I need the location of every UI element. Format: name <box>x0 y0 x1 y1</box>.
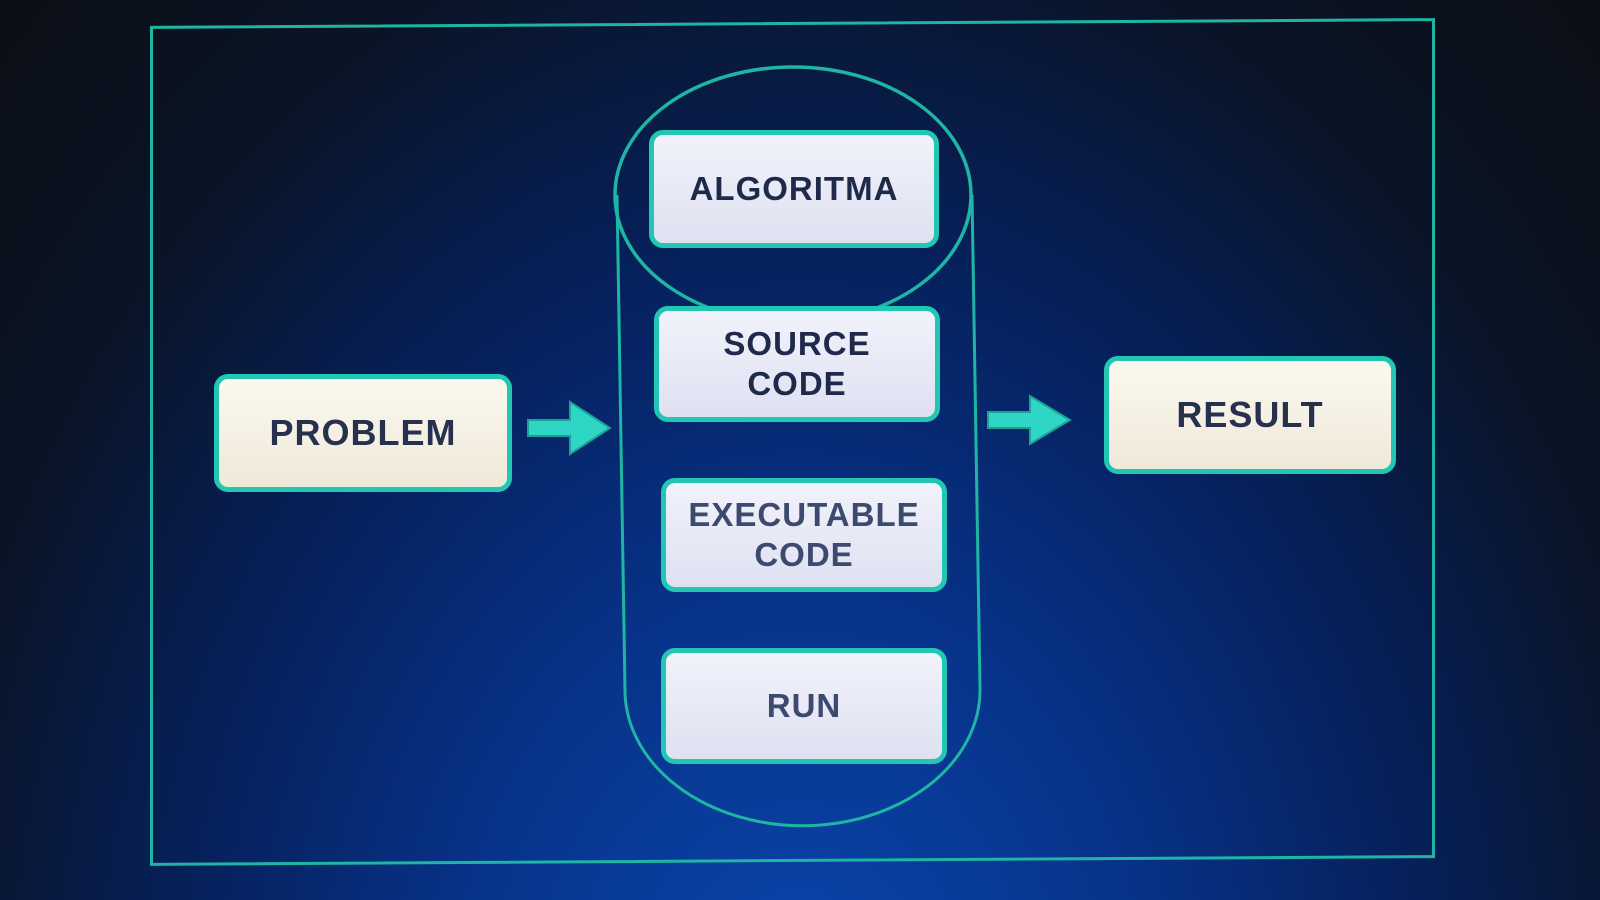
process-step-label: SOURCE CODE <box>723 325 871 402</box>
arrow-right-icon <box>987 394 1072 446</box>
process-step-source-code: SOURCE CODE <box>654 306 940 422</box>
process-step-run: RUN <box>661 648 947 764</box>
process-step-label: EXECUTABLE CODE <box>688 496 920 573</box>
result-box: RESULT <box>1104 356 1396 474</box>
result-label: RESULT <box>1176 394 1324 436</box>
arrow-right-icon <box>527 400 612 456</box>
process-step-executable-code: EXECUTABLE CODE <box>661 478 947 592</box>
process-step-label: ALGORITMA <box>689 170 899 208</box>
problem-label: PROBLEM <box>269 412 457 454</box>
process-step-label: RUN <box>766 687 842 725</box>
problem-box: PROBLEM <box>214 374 512 492</box>
process-step-algoritma: ALGORITMA <box>649 130 939 248</box>
process-cylinder <box>615 194 982 828</box>
